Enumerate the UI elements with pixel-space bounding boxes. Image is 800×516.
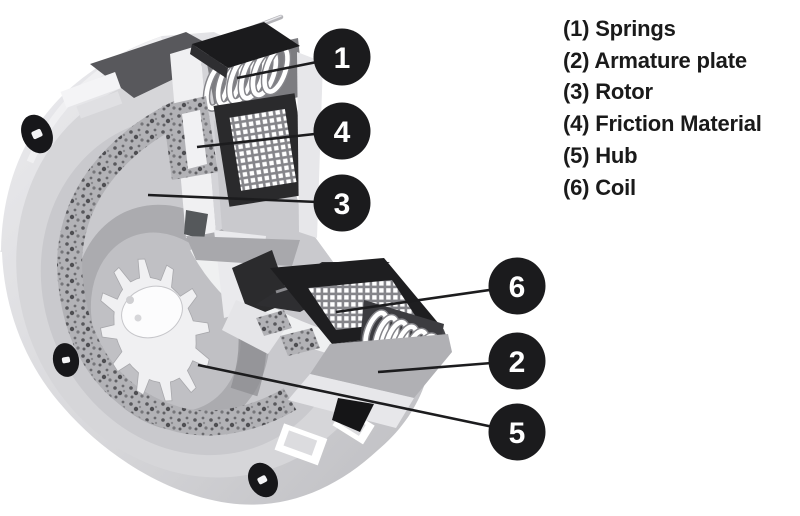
friction-pad-notch [182, 110, 207, 169]
rim-notch [274, 423, 328, 466]
rim-tab [60, 72, 123, 119]
hub [100, 258, 210, 402]
callouts: 1 4 3 6 2 5 [313, 28, 546, 461]
callout-1: 1 [313, 28, 371, 86]
legend-item-friction-material: (4) Friction Material [563, 111, 762, 137]
bolt-hole [248, 462, 278, 498]
armature-gap-shadow [332, 398, 374, 432]
field-shell-top-plate [192, 22, 300, 68]
callout-5: 5 [488, 403, 546, 461]
hub-pinhole [126, 296, 134, 304]
field-assembly-top [162, 14, 323, 318]
callout-2: 2 [488, 332, 546, 390]
legend-item-springs: (1) Springs [563, 16, 676, 41]
bolt-hole [52, 343, 80, 377]
leader-line-5 [197, 363, 518, 434]
callout-6-number: 6 [509, 271, 526, 304]
callout-2-number: 2 [509, 346, 526, 379]
armature-friction-strip [256, 310, 292, 336]
callout-6: 6 [488, 257, 546, 315]
leader-line-3 [147, 193, 343, 205]
callout-3-number: 3 [334, 188, 351, 221]
coil-top [213, 93, 311, 207]
coil-shadow [184, 210, 208, 240]
hub-pinhole [134, 314, 142, 322]
bolt-hole [21, 114, 53, 154]
armature-plate-face [310, 334, 452, 398]
legend-item-coil: (6) Coil [563, 174, 636, 200]
hub-bore [121, 285, 183, 339]
callout-4-number: 4 [334, 116, 351, 149]
legend: (1) Springs (2) Armature plate (3) Rotor… [563, 13, 762, 203]
legend-item-rotor: (3) Rotor [563, 79, 653, 105]
armature-friction-strip [280, 328, 320, 356]
callout-4: 4 [313, 102, 371, 160]
callout-3: 3 [313, 174, 371, 232]
friction-ring [57, 93, 297, 436]
legend-item-armature-plate: (2) Armature plate [563, 47, 747, 73]
field-shell-edge [190, 44, 228, 78]
callout-5-number: 5 [509, 417, 526, 450]
legend-item-hub: (5) Hub [563, 142, 638, 168]
field-assembly-bottom [222, 250, 452, 432]
armature-plate-left [222, 300, 290, 354]
callout-1-number: 1 [334, 42, 351, 75]
coil-winding-top [229, 108, 297, 191]
leader-line-6 [335, 284, 518, 314]
